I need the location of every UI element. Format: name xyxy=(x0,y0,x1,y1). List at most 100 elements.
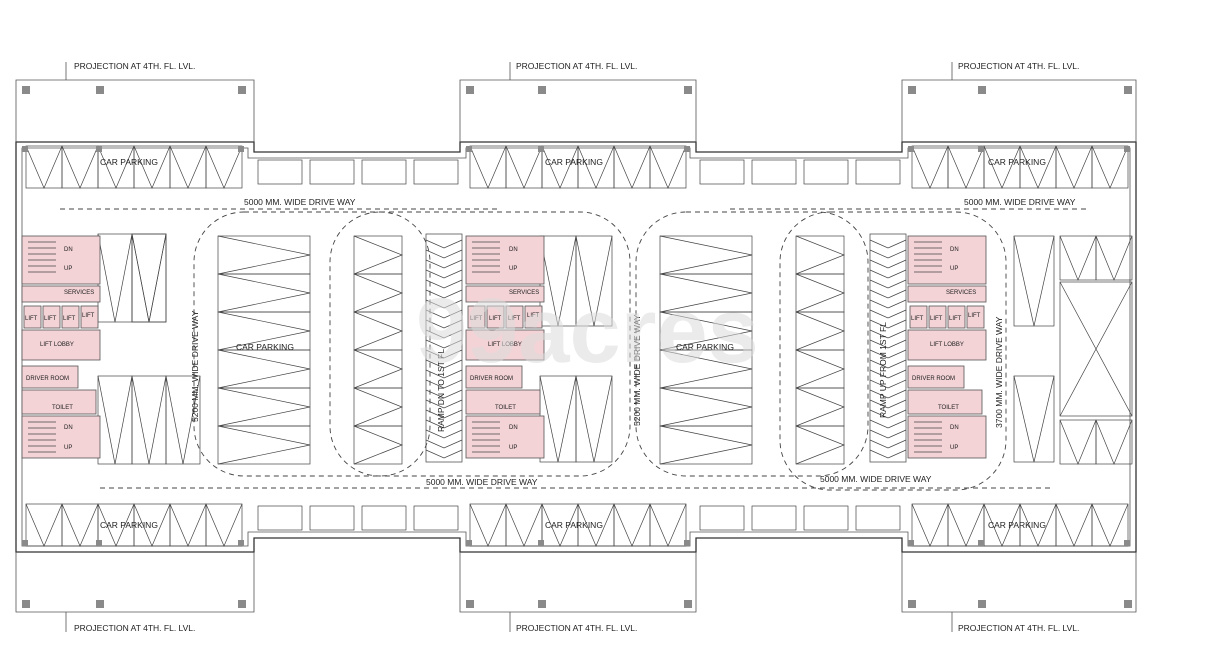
building-outline xyxy=(15,62,1137,632)
parking-bay-top-left-1 xyxy=(61,145,99,189)
ramp-chevron-up-280 xyxy=(869,279,907,289)
parking-bay-gap-bottom-a-2 xyxy=(361,505,407,531)
projection-label-top-center: PROJECTION AT 4TH. FL. LVL. xyxy=(516,61,637,71)
column-inner-top-5 xyxy=(684,146,690,152)
parking-bay-bottom-center-4 xyxy=(613,503,651,547)
ramp-down-label: RAMP DN TO 1ST FL xyxy=(436,349,446,432)
car-parking-label-top-left: CAR PARKING xyxy=(100,157,158,167)
parking-bay-mark-island-left-b-4 xyxy=(353,387,403,427)
parking-bay-mark-bottom-right-4 xyxy=(1055,503,1093,547)
drive-way-label-top-left: 5000 MM. WIDE DRIVE WAY xyxy=(244,197,356,207)
parking-bay-gap-top-b-2 xyxy=(803,159,849,185)
stair-dn-label-right-top: DN xyxy=(950,247,959,253)
parking-bay-mark-top-right-5 xyxy=(1091,145,1129,189)
ramp-chevron-up-400 xyxy=(869,399,907,409)
void-opening xyxy=(1059,281,1133,417)
parking-bay-top-right-0 xyxy=(911,145,949,189)
parking-bay-mark-bottom-right-2 xyxy=(983,503,1021,547)
ramp-chevron-up-240 xyxy=(869,239,907,249)
lift-lobby-right xyxy=(907,329,987,361)
stair-up-label-center-bottom: UP xyxy=(509,445,517,451)
parking-bay-mark-island-left-a-3 xyxy=(217,349,311,389)
stair-core-bottom-right xyxy=(907,415,987,459)
parking-bay-mark-top-center-1 xyxy=(505,145,543,189)
parking-bay-mark-top-left-4 xyxy=(169,145,207,189)
parking-bay-inner-left-a-1 xyxy=(131,233,167,323)
lift-shaft-center-1 xyxy=(486,305,505,329)
parking-bay-mark-top-right-4 xyxy=(1055,145,1093,189)
lift-shaft-center-3 xyxy=(524,305,543,329)
ramp-chevron-up-360 xyxy=(869,359,907,369)
parking-bay-top-left-5 xyxy=(205,145,243,189)
parking-bay-mark-island-right-a-2 xyxy=(659,311,753,351)
stair-dn-label-right-bottom: DN xyxy=(950,425,959,431)
parking-bay-inner-right-c-1 xyxy=(1095,235,1133,281)
column-inner-top-1 xyxy=(96,146,102,152)
stair-up-label-center-top: UP xyxy=(509,266,517,272)
column-inner-top-4 xyxy=(538,146,544,152)
stair-up-label-left-top: UP xyxy=(64,266,72,272)
column-inner-bottom-2 xyxy=(238,540,244,546)
parking-bay-inner-right-d-0 xyxy=(1059,419,1097,465)
lift-shaft-left-2 xyxy=(61,305,80,329)
ramp-chevron-up-430 xyxy=(869,429,907,439)
ramp-chevron-down-240 xyxy=(425,239,463,249)
parking-bay-inner-right-b-0 xyxy=(1013,375,1055,463)
column-bottom-8 xyxy=(1124,600,1132,608)
parking-bay-top-left-3 xyxy=(133,145,171,189)
column-inner-top-7 xyxy=(978,146,984,152)
parking-bay-gap-top-a-0 xyxy=(257,159,303,185)
parking-bay-mark-island-right-b-0 xyxy=(795,235,845,275)
parking-bay-top-right-1 xyxy=(947,145,985,189)
parking-bay-bottom-center-0 xyxy=(469,503,507,547)
parking-bay-mark-inner-right-d-0 xyxy=(1059,419,1097,465)
column-inner-bottom-7 xyxy=(978,540,984,546)
parking-bay-mark-inner-left-c-0 xyxy=(97,375,133,465)
parking-bay-mark-inner-left-a-0 xyxy=(97,233,133,323)
parking-bay-mark-inner-right-c-0 xyxy=(1059,235,1097,281)
column-bottom-4 xyxy=(538,600,546,608)
column-inner-top-0 xyxy=(22,146,28,152)
drive-loop-right xyxy=(779,211,1007,491)
parking-bay-bottom-left-5 xyxy=(205,503,243,547)
column-inner-top-6 xyxy=(908,146,914,152)
column-top-3 xyxy=(466,86,474,94)
parking-bay-mark-top-left-1 xyxy=(61,145,99,189)
ramp-chevron-down-420 xyxy=(425,419,463,429)
column-inner-bottom-8 xyxy=(1124,540,1130,546)
parking-bay-mark-inner-right-b-0 xyxy=(1013,375,1055,463)
parking-bay-gap-top-b-0 xyxy=(699,159,745,185)
watermark-logo: 99acres xyxy=(416,280,759,382)
parking-bay-island-left-a-0 xyxy=(217,235,311,275)
ramp-chevron-down-380 xyxy=(425,379,463,389)
column-inner-bottom-5 xyxy=(684,540,690,546)
parking-bay-mark-inner-center-a-1 xyxy=(575,235,613,327)
parking-bay-mark-top-right-0 xyxy=(911,145,949,189)
ramp-chevron-up-450 xyxy=(869,449,907,459)
toilet-left xyxy=(21,389,97,415)
toilet-label-center: TOILET xyxy=(495,405,516,411)
parking-bay-mark-bottom-left-1 xyxy=(61,503,99,547)
parking-bay-mark-island-right-a-3 xyxy=(659,349,753,389)
parking-bay-island-right-a-5 xyxy=(659,425,753,465)
projection-outline-bottom-0 xyxy=(15,552,255,613)
parking-bay-inner-center-b-1 xyxy=(575,375,613,463)
ramp-chevron-up-270 xyxy=(869,269,907,279)
parking-bay-mark-bottom-left-3 xyxy=(133,503,171,547)
parking-bay-mark-inner-center-b-1 xyxy=(575,375,613,463)
lift-label-center-4: LIFT xyxy=(527,313,540,319)
parking-bay-mark-inner-left-a-1 xyxy=(131,233,167,323)
parking-bay-gap-bottom-b-3 xyxy=(855,505,901,531)
projection-outline-bottom-1 xyxy=(459,552,697,613)
ramp-chevron-down-250 xyxy=(425,249,463,259)
services-label-left: SERVICES xyxy=(64,290,94,296)
parking-bay-top-left-0 xyxy=(25,145,63,189)
parking-bay-island-left-b-1 xyxy=(353,273,403,313)
parking-bay-gap-top-a-3 xyxy=(413,159,459,185)
parking-bay-island-left-b-5 xyxy=(353,425,403,465)
drive-way-label-vertical-right: 3700 MM. WIDE DRIVE WAY xyxy=(994,316,1004,428)
ramp-chevron-down-270 xyxy=(425,269,463,279)
parking-bay-inner-left-a-0 xyxy=(97,233,133,323)
ramp-chevron-down-370 xyxy=(425,369,463,379)
